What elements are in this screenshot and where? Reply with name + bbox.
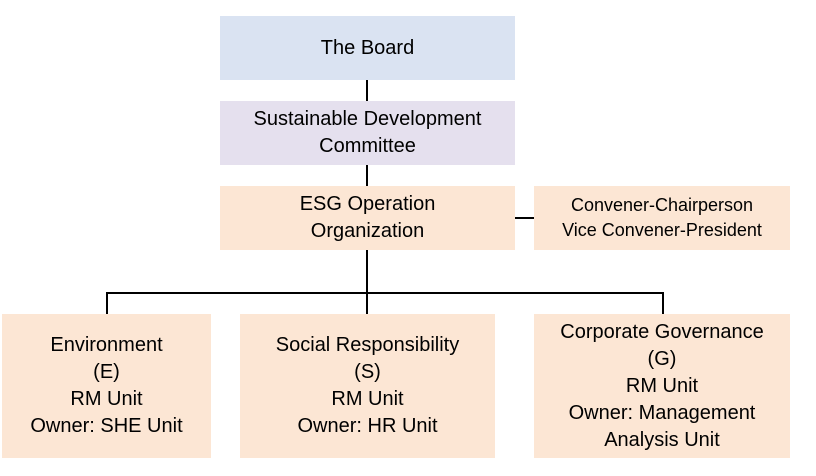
governance-box: Corporate Governance (G) RM Unit Owner: … <box>534 314 790 458</box>
governance-label-line4: Owner: Management <box>568 401 756 424</box>
social-box: Social Responsibility (S) RM Unit Owner:… <box>240 314 495 458</box>
operation-box: ESG Operation Organization <box>220 186 515 250</box>
convener-label-line1: Convener-Chairperson <box>570 195 754 215</box>
operation-label-line2: Organization <box>310 220 425 242</box>
connector-board-committee <box>366 80 368 101</box>
board-label: The Board <box>320 36 415 59</box>
governance-label-line1: Corporate Governance <box>560 320 764 343</box>
environment-label-line3: RM Unit <box>70 388 143 410</box>
governance-label-line2: (G) <box>647 347 677 370</box>
connector-committee-operation <box>366 165 368 186</box>
environment-box: Environment (E) RM Unit Owner: SHE Unit <box>2 314 211 458</box>
environment-label-line1: Environment <box>50 334 163 356</box>
social-label-line3: RM Unit <box>331 388 404 410</box>
governance-label-line3: RM Unit <box>625 374 699 397</box>
operation-label-line1: ESG Operation <box>299 193 436 215</box>
environment-label-line2: (E) <box>93 361 120 383</box>
environment-label-line4: Owner: SHE Unit <box>30 415 183 437</box>
connector-operation-trunk <box>366 250 368 314</box>
convener-box: Convener-Chairperson Vice Convener-Presi… <box>534 186 790 250</box>
connector-operation-convener <box>515 217 534 219</box>
committee-label-line1: Sustainable Development <box>253 108 482 130</box>
committee-box: Sustainable Development Committee <box>220 101 515 165</box>
social-label-line2: (S) <box>354 361 381 383</box>
convener-label-line2: Vice Convener-President <box>562 220 762 240</box>
connector-bus-governance <box>662 292 664 314</box>
committee-label-line2: Committee <box>319 135 416 157</box>
social-label-line4: Owner: HR Unit <box>297 415 438 437</box>
connector-bus-environment <box>106 292 108 314</box>
governance-label-line5: Analysis Unit <box>604 428 720 451</box>
connector-horizontal-bus <box>106 292 664 294</box>
social-label-line1: Social Responsibility <box>275 334 460 356</box>
board-box: The Board <box>220 16 515 80</box>
